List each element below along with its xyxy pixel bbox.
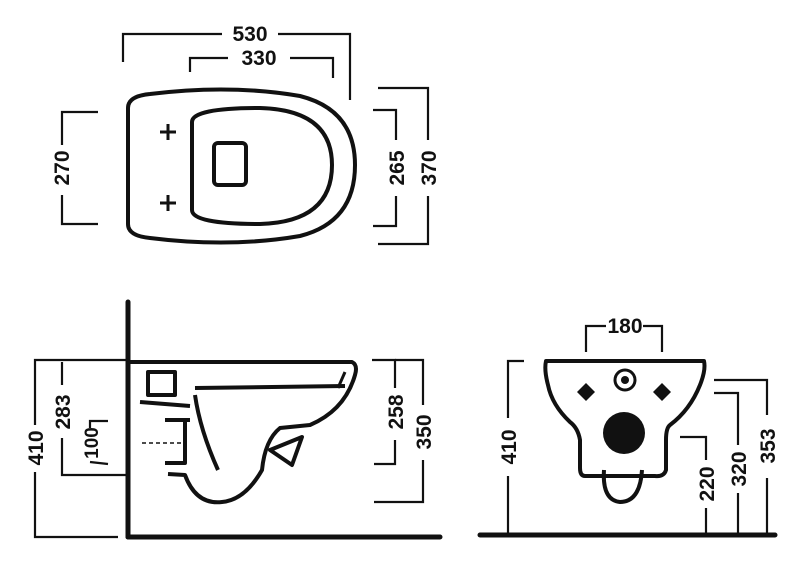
bowl-inner (193, 384, 346, 471)
dim-410-side: 410 (25, 430, 48, 465)
front-view: 180 410 220 320 353 (477, 315, 780, 538)
dim-100: 100 (82, 427, 103, 459)
fixing-cross-icon (160, 124, 176, 211)
dim-line (584, 324, 606, 352)
bowl-opening (190, 106, 334, 226)
dim-283: 283 (52, 394, 75, 429)
dim-180: 180 (607, 315, 642, 338)
dim-line (714, 378, 769, 415)
dim-line (374, 460, 425, 504)
rim-detail (336, 371, 347, 389)
dim-220: 220 (696, 466, 719, 501)
outlet-hole (603, 412, 645, 454)
dim-353: 353 (757, 428, 780, 463)
dim-530: 530 (232, 23, 267, 46)
dim-350: 350 (413, 414, 436, 449)
dim-line (188, 56, 228, 72)
dim-line (680, 435, 708, 460)
inlet-center (621, 376, 629, 384)
dim-line (643, 324, 664, 352)
side-view: 410 283 100 258 350 (25, 299, 443, 540)
dim-line (374, 440, 397, 466)
dim-line (372, 358, 397, 388)
dim-410-front: 410 (498, 429, 521, 464)
inlet-ring (613, 368, 637, 392)
dim-line (89, 460, 109, 466)
dim-370: 370 (418, 150, 441, 185)
dim-line (714, 391, 740, 445)
dim-line (60, 195, 98, 226)
flush-hole (212, 141, 248, 187)
dim-line (373, 108, 398, 140)
seat-outline (126, 87, 357, 245)
dim-line (88, 419, 108, 428)
dim-line (278, 32, 352, 100)
dim-line (33, 472, 118, 539)
dim-line (506, 359, 524, 418)
dim-265: 265 (386, 150, 409, 185)
fixing-diamond-icon (577, 383, 595, 401)
dim-line (121, 32, 222, 62)
flush-inlet (139, 370, 191, 465)
dim-330: 330 (241, 47, 276, 70)
fixing-diamond-icon (653, 383, 671, 401)
dim-line (378, 86, 430, 140)
outlet-spigot (601, 469, 644, 504)
dim-line (378, 196, 430, 246)
front-outline (543, 359, 707, 479)
dim-line (60, 438, 128, 477)
top-view: 530 330 270 265 370 (51, 23, 441, 246)
dim-line (395, 358, 425, 405)
bowl-profile (130, 360, 358, 505)
dim-line (373, 196, 398, 228)
dim-line (33, 358, 128, 425)
dim-258: 258 (385, 394, 408, 429)
dim-320: 320 (728, 451, 751, 486)
dim-line (60, 110, 98, 145)
dim-line (290, 56, 335, 78)
dim-270: 270 (51, 150, 74, 185)
